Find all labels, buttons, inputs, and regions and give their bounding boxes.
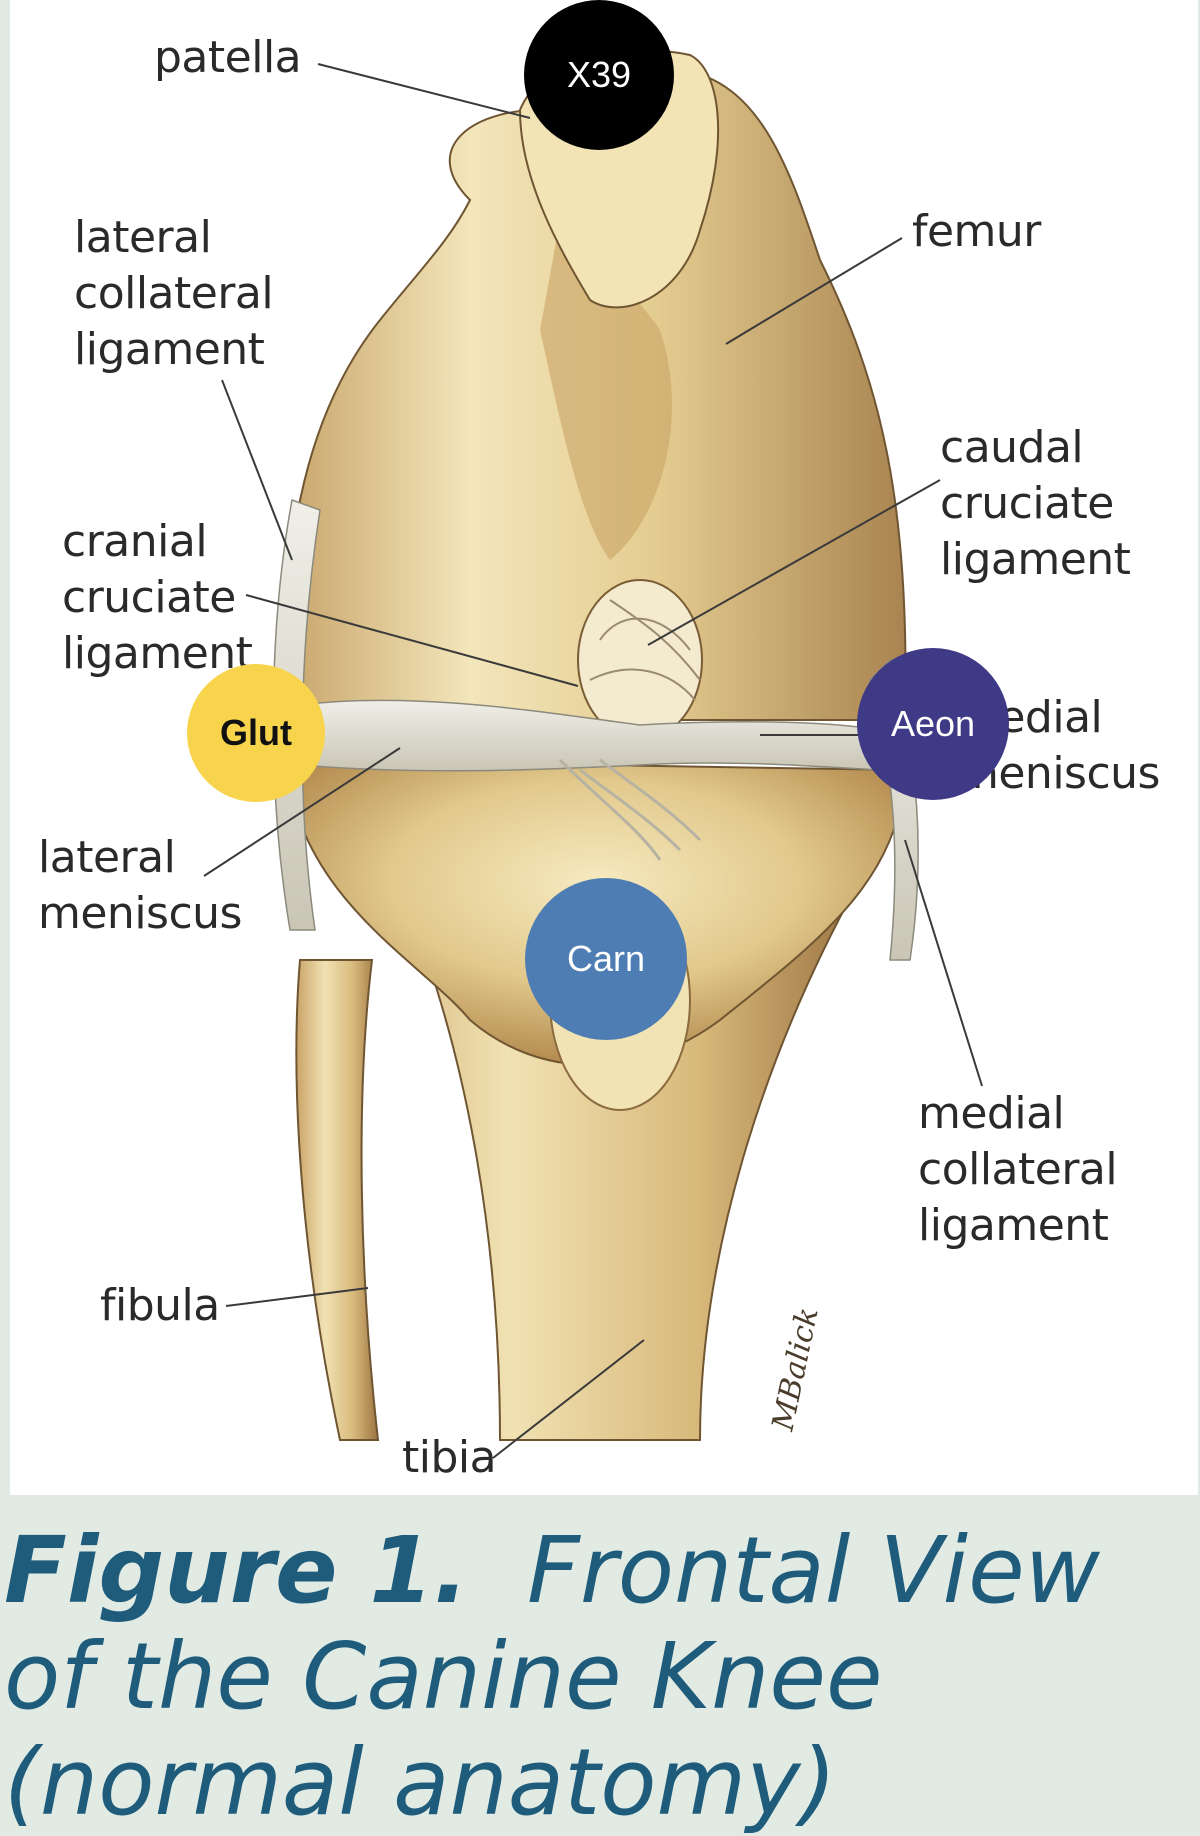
leader-lines	[203, 63, 983, 1459]
marker-carn[interactable]: Carn	[525, 878, 687, 1040]
canine-knee-illustration: MBalick	[203, 49, 983, 1459]
label-cranial-cruciate-ligament: cranial cruciate ligament	[62, 516, 253, 679]
label-caudal-cruciate-ligament: caudal cruciate ligament	[940, 422, 1131, 585]
artist-signature: MBalick	[765, 1304, 825, 1434]
label-patella: patella	[154, 32, 302, 83]
figure-caption: Figure 1. Frontal View of the Canine Kne…	[4, 1518, 1194, 1836]
marker-glut[interactable]: Glut	[187, 664, 325, 802]
marker-aeon[interactable]: Aeon	[857, 648, 1009, 800]
label-fibula: fibula	[100, 1280, 220, 1331]
label-femur: femur	[912, 206, 1041, 257]
marker-x39[interactable]: X39	[524, 0, 674, 150]
label-lateral-meniscus: lateral meniscus	[38, 832, 242, 939]
label-tibia: tibia	[402, 1432, 497, 1483]
label-lateral-collateral-ligament: lateral collateral ligament	[74, 212, 274, 375]
figure-number: Figure 1.	[4, 1517, 469, 1624]
label-medial-collateral-ligament: medial collateral ligament	[918, 1088, 1118, 1251]
femoral-groove	[540, 220, 672, 560]
fibula-bone	[295, 959, 380, 1441]
